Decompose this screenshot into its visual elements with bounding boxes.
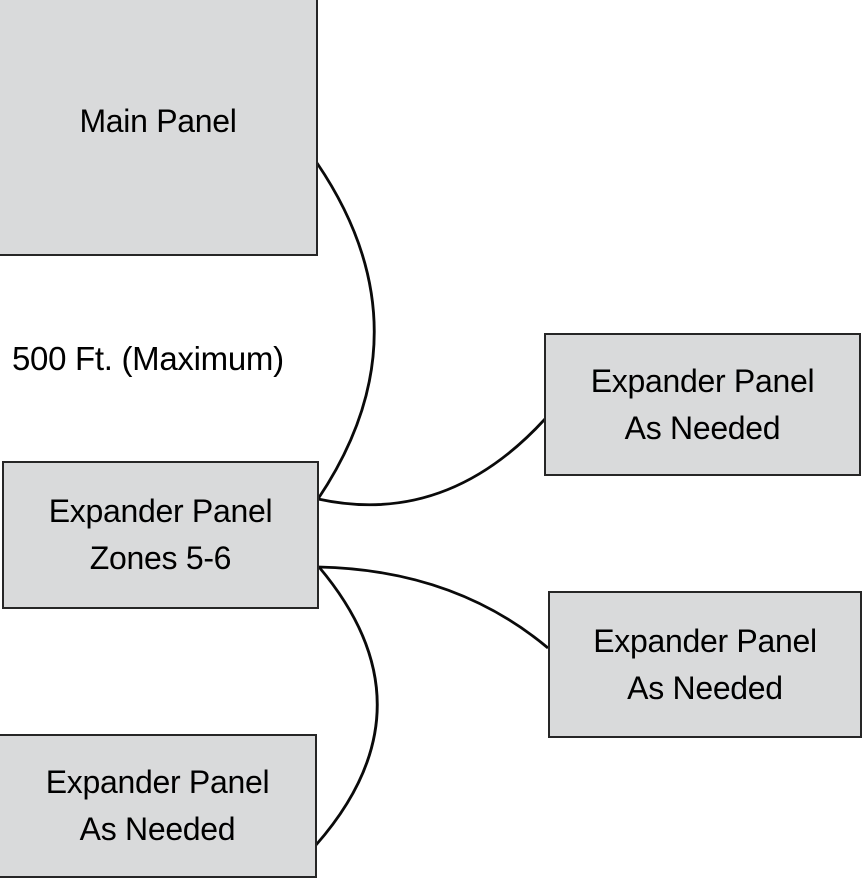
node-label-line: As Needed [79,811,236,847]
distance-annotation: 500 Ft. (Maximum) [12,340,284,377]
node-expander-panel-zones-5-6: Expander Panel Zones 5-6 [2,461,319,609]
node-label-line: Expander Panel [48,493,273,529]
node-label-line: Expander Panel [593,622,817,659]
node-expander-panel-as-needed-upper-right: Expander Panel As Needed [544,333,861,476]
connector-zones-to-right1 [317,418,547,507]
node-label-line: Expander Panel [45,764,270,800]
connector-zones-to-right2 [318,565,549,650]
node-label-line: Zones 5-6 [89,540,232,576]
connector-zones-to-bottom [314,566,379,846]
node-expander-panel-as-needed-bottom: Expander Panel As Needed [0,734,317,878]
connector-main-to-zones [315,162,376,500]
node-label-line: As Needed [627,669,783,706]
node-main-panel: Main Panel [0,0,318,256]
node-label-line: As Needed [624,409,781,446]
node-label-line: Expander Panel [590,362,815,399]
node-label-line: Main Panel [79,102,237,139]
node-expander-panel-as-needed-lower-right: Expander Panel As Needed [548,591,862,738]
